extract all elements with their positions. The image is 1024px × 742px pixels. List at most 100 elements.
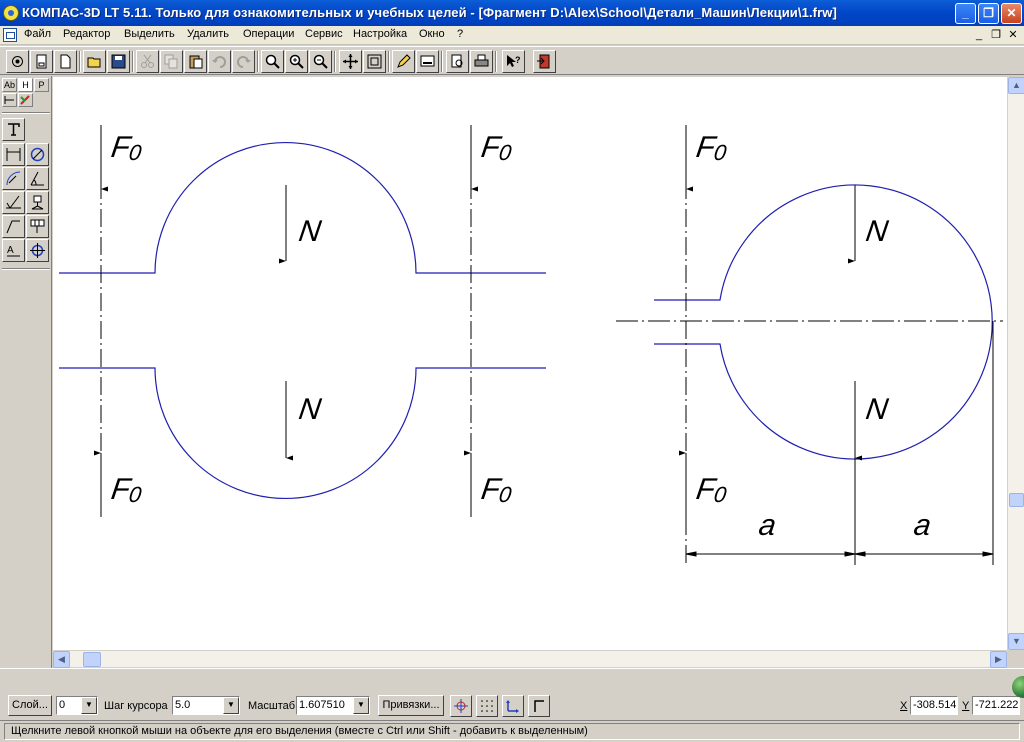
cursor-step-value: 5.0 xyxy=(175,699,191,711)
cursor-step-dropdown-button[interactable]: ▼ xyxy=(223,697,239,714)
local-cs-button[interactable] xyxy=(502,695,524,717)
mdi-restore-button[interactable]: ❐ xyxy=(991,29,1001,41)
pan-button[interactable] xyxy=(339,50,362,73)
right-centerlines xyxy=(616,125,1003,565)
normal-force-label: N xyxy=(296,393,324,426)
tab-measure[interactable] xyxy=(2,93,17,107)
zoom-window-button[interactable] xyxy=(261,50,284,73)
ortho-button[interactable] xyxy=(528,695,550,717)
status-bar: Щелкните левой кнопкой мыши на объекте д… xyxy=(0,720,1024,742)
layer-dropdown-button[interactable]: ▼ xyxy=(81,697,97,714)
new-sheet-button[interactable] xyxy=(30,50,53,73)
menu-help[interactable]: ? xyxy=(457,28,464,40)
diameter-icon xyxy=(30,147,45,162)
menu-delete[interactable]: Удалить xyxy=(187,28,229,40)
layer-button[interactable]: Слой... xyxy=(8,695,52,716)
tolerance-button[interactable] xyxy=(26,215,49,238)
scroll-up-button[interactable]: ▲ xyxy=(1008,77,1024,94)
document-icon[interactable] xyxy=(3,28,17,42)
x-coord-label: X xyxy=(900,700,908,712)
folder-open-icon xyxy=(87,57,101,68)
y-coord-field[interactable]: -721.222 xyxy=(972,696,1020,715)
undo-button[interactable] xyxy=(208,50,231,73)
mdi-minimize-button[interactable]: _ xyxy=(975,29,983,41)
kompas-app-icon[interactable] xyxy=(3,5,19,21)
menu-service[interactable]: Сервис xyxy=(305,28,343,40)
zoom-in-button[interactable] xyxy=(285,50,308,73)
gear-icon xyxy=(12,56,23,67)
vertical-scrollbar[interactable]: ▲ ▼ xyxy=(1007,77,1024,650)
open-button[interactable] xyxy=(83,50,106,73)
scroll-left-button[interactable]: ◀ xyxy=(53,651,70,668)
window-title: КОМПАС-3D LT 5.11. Только для ознакомите… xyxy=(22,5,837,20)
leader-button[interactable] xyxy=(2,215,25,238)
x-coord-field[interactable]: -308.514 xyxy=(910,696,958,715)
new-model-button[interactable] xyxy=(6,50,29,73)
globe-icon xyxy=(1012,676,1024,698)
scroll-down-button[interactable]: ▼ xyxy=(1008,633,1024,650)
scale-dropdown-button[interactable]: ▼ xyxy=(353,697,369,714)
text-tool-button[interactable] xyxy=(2,118,25,141)
linear-dimension-button[interactable] xyxy=(2,143,25,166)
preview-button[interactable] xyxy=(446,50,469,73)
maximize-button[interactable]: ❐ xyxy=(978,3,999,24)
horizontal-scroll-thumb[interactable] xyxy=(83,652,101,667)
title-bar[interactable]: КОМПАС-3D LT 5.11. Только для ознакомите… xyxy=(0,0,1024,26)
scale-label: Масштаб xyxy=(248,700,296,712)
tab-select[interactable] xyxy=(18,93,33,107)
ortho-icon xyxy=(534,700,544,712)
print-button[interactable] xyxy=(470,50,493,73)
drawing-canvas[interactable]: F0 F0 F0 F0 N N F0 F0 N N a a xyxy=(53,77,1007,650)
vertical-scroll-thumb[interactable] xyxy=(1009,493,1024,507)
menu-select[interactable]: Выделить xyxy=(124,28,175,40)
diameter-dimension-button[interactable] xyxy=(26,143,49,166)
menu-bar: Файл Редактор Выделить Удалить Операции … xyxy=(0,26,1024,45)
regenerate-button[interactable] xyxy=(392,50,415,73)
tolerance-frame-icon xyxy=(30,219,45,233)
select-icon xyxy=(20,95,30,105)
context-help-button[interactable]: ? xyxy=(502,50,525,73)
datum-button[interactable] xyxy=(26,191,49,214)
scale-select[interactable]: 1.607510 xyxy=(296,696,370,715)
close-button[interactable]: ✕ xyxy=(1001,3,1022,24)
position-label-icon: A xyxy=(7,245,20,257)
magnifier-icon xyxy=(265,54,280,69)
scissors-icon xyxy=(141,54,154,68)
zoom-out-button[interactable] xyxy=(309,50,332,73)
menu-file[interactable]: Файл xyxy=(24,28,52,40)
dimension-lines xyxy=(685,551,994,557)
tab-dimensions[interactable]: H xyxy=(18,78,33,92)
minimize-button[interactable]: _ xyxy=(955,3,976,24)
exit-button[interactable] xyxy=(533,50,556,73)
copy-button[interactable] xyxy=(160,50,183,73)
center-mark-button[interactable] xyxy=(26,239,49,262)
right-part-outline xyxy=(654,184,993,460)
normal-force-label: N xyxy=(863,215,891,248)
paste-button[interactable] xyxy=(184,50,207,73)
redo-button[interactable] xyxy=(232,50,255,73)
force-label: F0 xyxy=(109,473,144,507)
grid-button[interactable] xyxy=(476,695,498,717)
snap-settings-button[interactable] xyxy=(450,695,472,717)
tab-geometry[interactable]: Ab xyxy=(2,78,17,92)
save-button[interactable] xyxy=(107,50,130,73)
menu-window[interactable]: Окно xyxy=(419,28,445,40)
position-label-button[interactable]: A xyxy=(2,239,25,262)
cut-button[interactable] xyxy=(136,50,159,73)
angular-dimension-button[interactable] xyxy=(26,167,49,190)
horizontal-scrollbar[interactable]: ◀ ▶ xyxy=(53,650,1007,668)
scroll-right-button[interactable]: ▶ xyxy=(990,651,1007,668)
menu-editor[interactable]: Редактор xyxy=(63,28,111,40)
new-fragment-button[interactable] xyxy=(54,50,77,73)
menu-settings[interactable]: Настройка xyxy=(353,28,408,40)
snaps-button[interactable]: Привязки... xyxy=(378,695,444,716)
view-manager-button[interactable] xyxy=(416,50,439,73)
mdi-close-button[interactable]: ✕ xyxy=(1008,29,1018,41)
roughness-button[interactable] xyxy=(2,191,25,214)
tab-edit[interactable]: P xyxy=(34,78,49,92)
radial-dimension-button[interactable] xyxy=(2,167,25,190)
help-pointer-icon: ? xyxy=(507,55,521,67)
menu-operations[interactable]: Операции xyxy=(243,28,295,40)
show-all-button[interactable] xyxy=(363,50,386,73)
grid-icon xyxy=(481,700,493,712)
